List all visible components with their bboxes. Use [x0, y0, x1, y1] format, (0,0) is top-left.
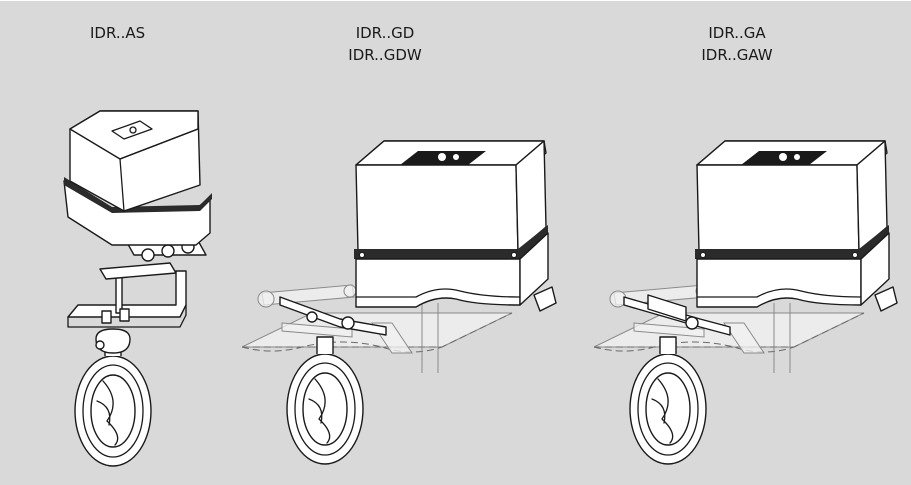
variant-label-idr-ga: IDR..GA IDR..GAW — [687, 22, 787, 66]
variant-label-idr-gd: IDR..GD IDR..GDW — [335, 22, 435, 66]
variant-idr-as-illustration — [63, 110, 212, 467]
variant-idr-ga-illustration — [593, 140, 898, 465]
variant-label-idr-ga-line2: IDR..GAW — [701, 46, 773, 64]
variant-idr-gd-illustration — [241, 140, 557, 465]
variant-label-idr-gd-line2: IDR..GDW — [348, 46, 422, 64]
variant-label-idr-as: IDR..AS — [90, 22, 145, 44]
butterfly-valve-icon — [286, 336, 364, 465]
variant-label-idr-ga-line1: IDR..GA — [708, 24, 766, 42]
actuator-icon — [353, 140, 557, 312]
variant-label-idr-gd-line1: IDR..GD — [355, 24, 415, 42]
variant-label-idr-as-text: IDR..AS — [90, 24, 146, 42]
butterfly-valve-icon — [74, 338, 152, 467]
butterfly-valve-icon — [629, 336, 707, 465]
actuator-icon — [694, 140, 898, 312]
